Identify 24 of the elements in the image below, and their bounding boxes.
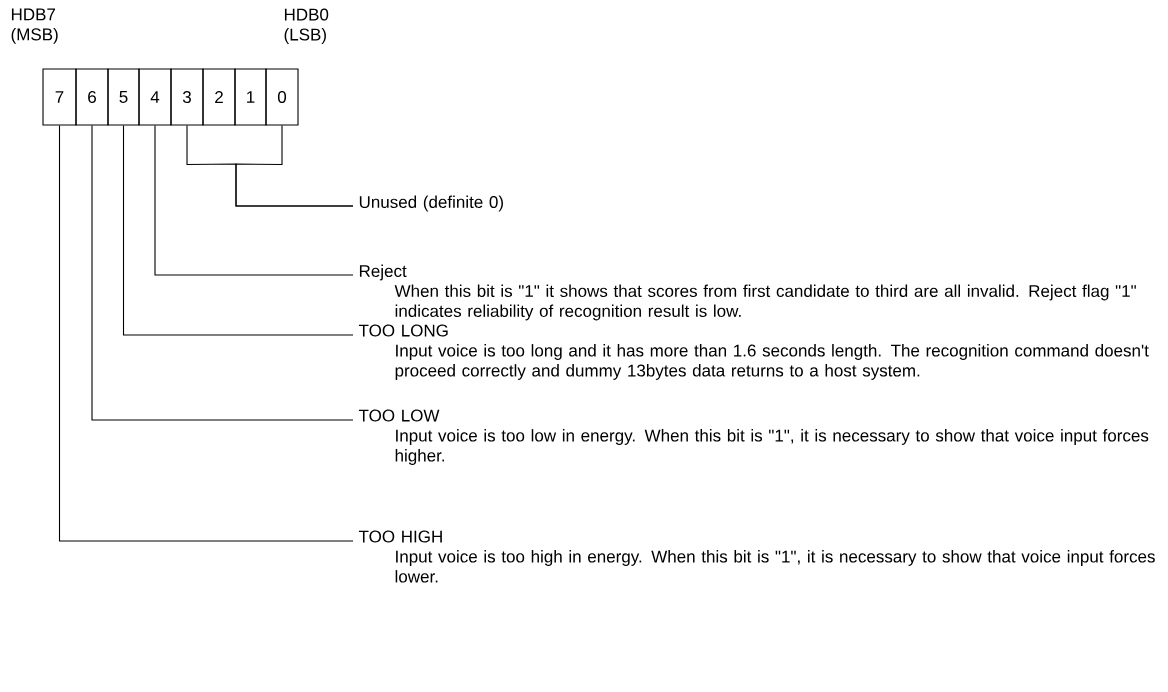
bit-cell: 2	[202, 68, 236, 126]
bit-cell: 0	[265, 68, 299, 126]
leader-line	[91, 125, 354, 421]
bit-cell: 6	[75, 68, 109, 126]
bit-cell: 1	[234, 68, 267, 126]
description-text: When this bit is "1" it shows that scores from first candidate to third are all invalid. Reject flag "1" indicates reliability of recognition result is low.	[394, 284, 1136, 321]
bit-name: TOO LONG	[358, 324, 448, 337]
bit-name: Unused (definite 0)	[359, 195, 503, 212]
bit-name: TOO HIGH	[358, 530, 442, 543]
bit-label: HDB7 (MSB)	[11, 8, 58, 44]
bit-cell: 4	[138, 68, 172, 126]
bit-cell: 3	[170, 68, 204, 126]
leader-line	[235, 125, 354, 207]
bit-cell: 7	[42, 68, 77, 126]
bit-name: TOO LOW	[358, 409, 440, 422]
leader-line	[154, 125, 354, 276]
description-text: Input voice is too high in energy. When this bit is "1", it is necessary to show that voice input forces lower.	[395, 550, 1155, 583]
leader-line	[58, 125, 354, 542]
bit-cell: 5	[107, 68, 140, 126]
bit-label: HDB0 (LSB)	[284, 8, 329, 44]
bit-name: Reject	[359, 264, 407, 281]
leader-line	[122, 125, 354, 336]
description-text: Input voice is too long and it has more than 1.6 seconds length. The recognition command doesn't proceed correctly and dummy 13bytes data returns to a host system.	[395, 344, 1149, 380]
description-text: Input voice is too low in energy. When this bit is "1", it is necessary to show that voice input forces higher.	[395, 429, 1149, 465]
